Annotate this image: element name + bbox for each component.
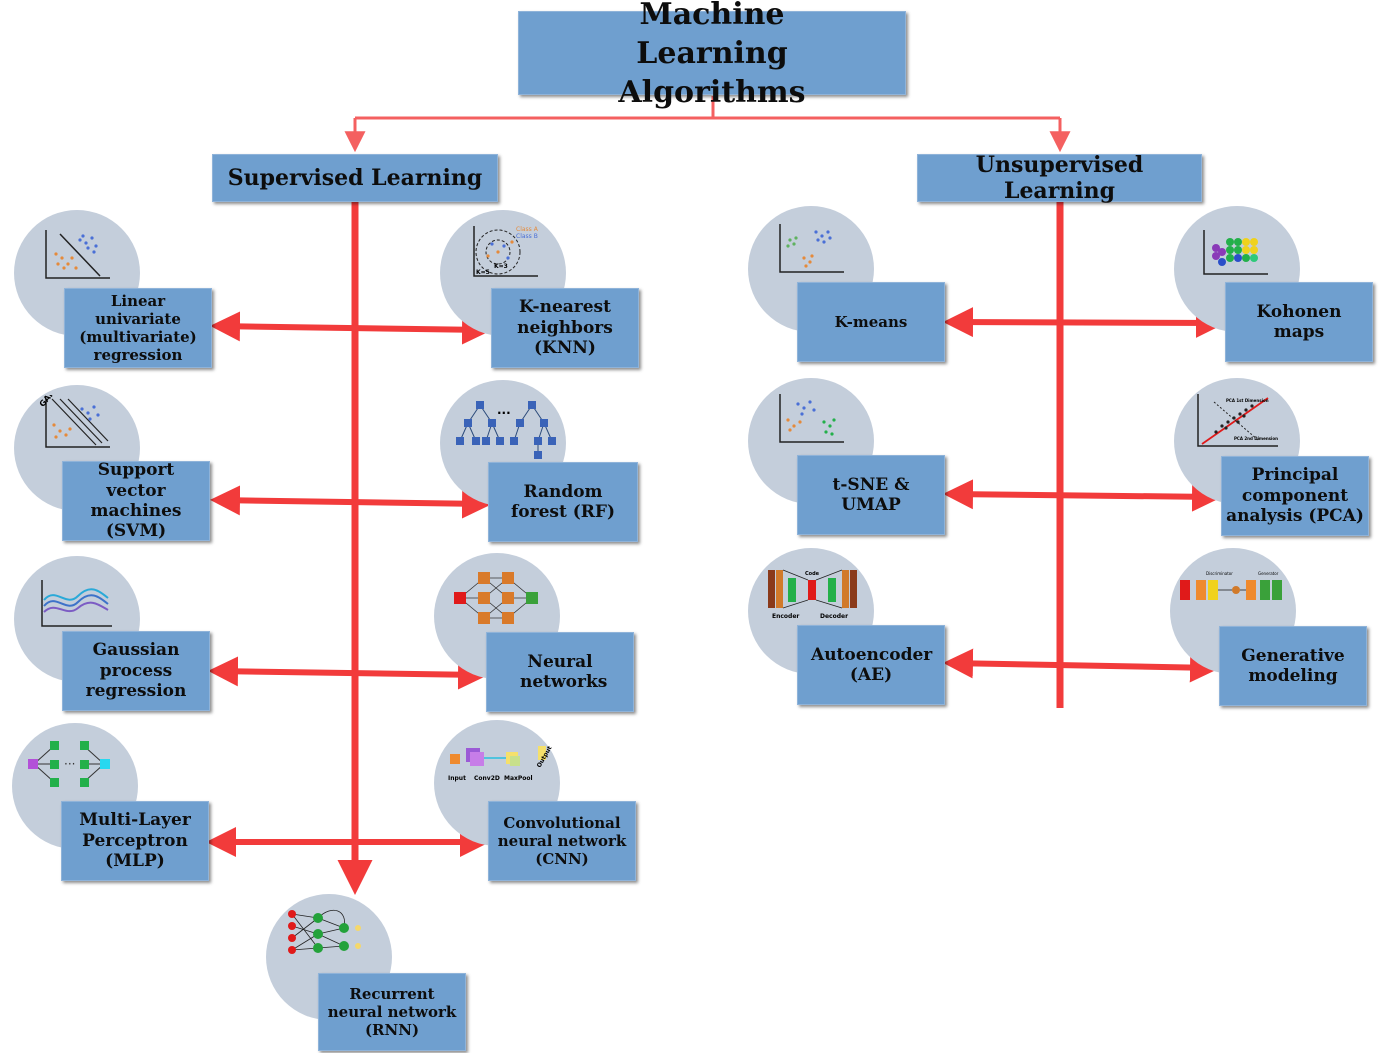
linear-regression-scatter-icon — [45, 230, 110, 279]
neural-network-icon — [454, 572, 538, 624]
arrow-svm-rf — [210, 485, 492, 519]
knn-box: K-nearest neighbors (KNN) — [491, 288, 639, 368]
svg-text:···: ··· — [497, 406, 511, 420]
knn-label: K-nearest neighbors (KNN) — [517, 297, 613, 359]
pca-label: Principal component analysis (PCA) — [1226, 465, 1364, 527]
mlp-box: Multi-Layer Perceptron (MLP) — [61, 801, 209, 881]
cnn-label: Convolutional neural network (CNN) — [497, 814, 627, 868]
main-title-box: Machine Learning Algorithms — [518, 0, 906, 110]
pca-1st-label: PCA 1st Dimension — [1226, 398, 1269, 403]
rnn-label: Recurrent neural network (RNN) — [327, 985, 457, 1039]
supervised-learning-label: Supervised Learning — [227, 164, 483, 191]
svm-box: Support vector machines (SVM) — [62, 460, 210, 542]
random-forest-trees-icon: ··· — [456, 401, 556, 459]
unsupervised-learning-box: Unsupervised Learning — [917, 151, 1202, 204]
gen-generator-label: Generator — [1258, 571, 1279, 576]
pca-scatter-icon: PCA 1st Dimension PCA 2nd Dimension — [1197, 394, 1278, 447]
kohonen-maps-box: Kohonen maps — [1225, 282, 1373, 362]
autoencoder-box: Autoencoder (AE) — [797, 625, 945, 705]
supervised-learning-box: Supervised Learning — [212, 154, 498, 202]
kmeans-label: K-means — [834, 313, 908, 331]
arrow-tsne-pca — [943, 479, 1222, 512]
rnn-box: Recurrent neural network (RNN) — [318, 973, 466, 1051]
arrow-linear-knn — [210, 311, 492, 345]
pca-2nd-label: PCA 2nd Dimension — [1234, 436, 1278, 441]
cnn-input-label: Input — [448, 775, 466, 782]
knn-k5-label: K=5 — [476, 269, 490, 276]
mlp-label: Multi-Layer Perceptron (MLP) — [79, 810, 191, 872]
kmeans-clusters-icon — [779, 224, 844, 273]
generative-model-icon: Discriminator Generator — [1180, 571, 1282, 600]
ae-decoder-label: Decoder — [820, 613, 848, 620]
cnn-layers-icon: Input Conv2D MaxPool Output — [448, 745, 554, 782]
knn-class-a-label: Class A — [516, 226, 539, 233]
ae-encoder-label: Encoder — [772, 613, 799, 620]
svg-text:···: ··· — [64, 757, 75, 771]
rnn-network-icon — [288, 909, 361, 954]
pca-box: Principal component analysis (PCA) — [1221, 456, 1369, 536]
autoencoder-label: Autoencoder (AE) — [811, 644, 933, 685]
svm-scatter-icon: GAP — [38, 395, 110, 448]
autoencoder-icon: Code Encoder Decoder — [768, 569, 857, 620]
linear-regression-box: Linear univariate (multivariate) regress… — [64, 288, 212, 368]
kmeans-box: K-means — [797, 282, 945, 362]
random-forest-box: Random forest (RF) — [488, 462, 638, 542]
generative-modeling-box: Generative modeling — [1219, 626, 1367, 706]
svm-label: Support vector machines (SVM) — [90, 460, 182, 542]
tsne-clusters-icon — [779, 394, 844, 443]
gaussian-curves-icon — [41, 580, 112, 627]
gaussian-process-label: Gaussian process regression — [85, 640, 187, 702]
neural-networks-box: Neural networks — [486, 632, 634, 712]
cnn-maxpool-label: MaxPool — [504, 775, 533, 782]
generative-modeling-label: Generative modeling — [1241, 645, 1345, 686]
gaussian-process-box: Gaussian process regression — [62, 631, 210, 711]
random-forest-label: Random forest (RF) — [510, 481, 616, 522]
unsupervised-learning-label: Unsupervised Learning — [975, 151, 1144, 204]
linear-regression-label: Linear univariate (multivariate) regress… — [79, 292, 197, 364]
arrow-gp-nn — [208, 656, 488, 690]
kohonen-map-icon — [1203, 230, 1268, 275]
cnn-box: Convolutional neural network (CNN) — [488, 801, 636, 881]
knn-k3-label: K=3 — [494, 263, 508, 270]
tsne-umap-box: t-SNE & UMAP — [797, 455, 945, 535]
svm-gap-label: GAP — [38, 395, 57, 409]
gen-discriminator-label: Discriminator — [1206, 571, 1233, 576]
arrow-ae-gen — [943, 648, 1220, 683]
arrow-kmeans-kohonen — [943, 307, 1226, 338]
top-branch-connector — [344, 96, 1071, 153]
tsne-umap-label: t-SNE & UMAP — [832, 474, 910, 515]
ae-code-label: Code — [805, 571, 820, 577]
knn-circles-icon: Class A Class B K=3 K=5 — [473, 226, 539, 277]
knn-class-b-label: Class B — [516, 233, 538, 240]
mlp-network-icon: ··· — [28, 741, 110, 787]
neural-networks-label: Neural networks — [520, 651, 608, 692]
kohonen-maps-label: Kohonen maps — [1256, 301, 1342, 342]
cnn-conv2d-label: Conv2D — [474, 775, 500, 782]
main-title: Machine Learning Algorithms — [618, 0, 806, 110]
